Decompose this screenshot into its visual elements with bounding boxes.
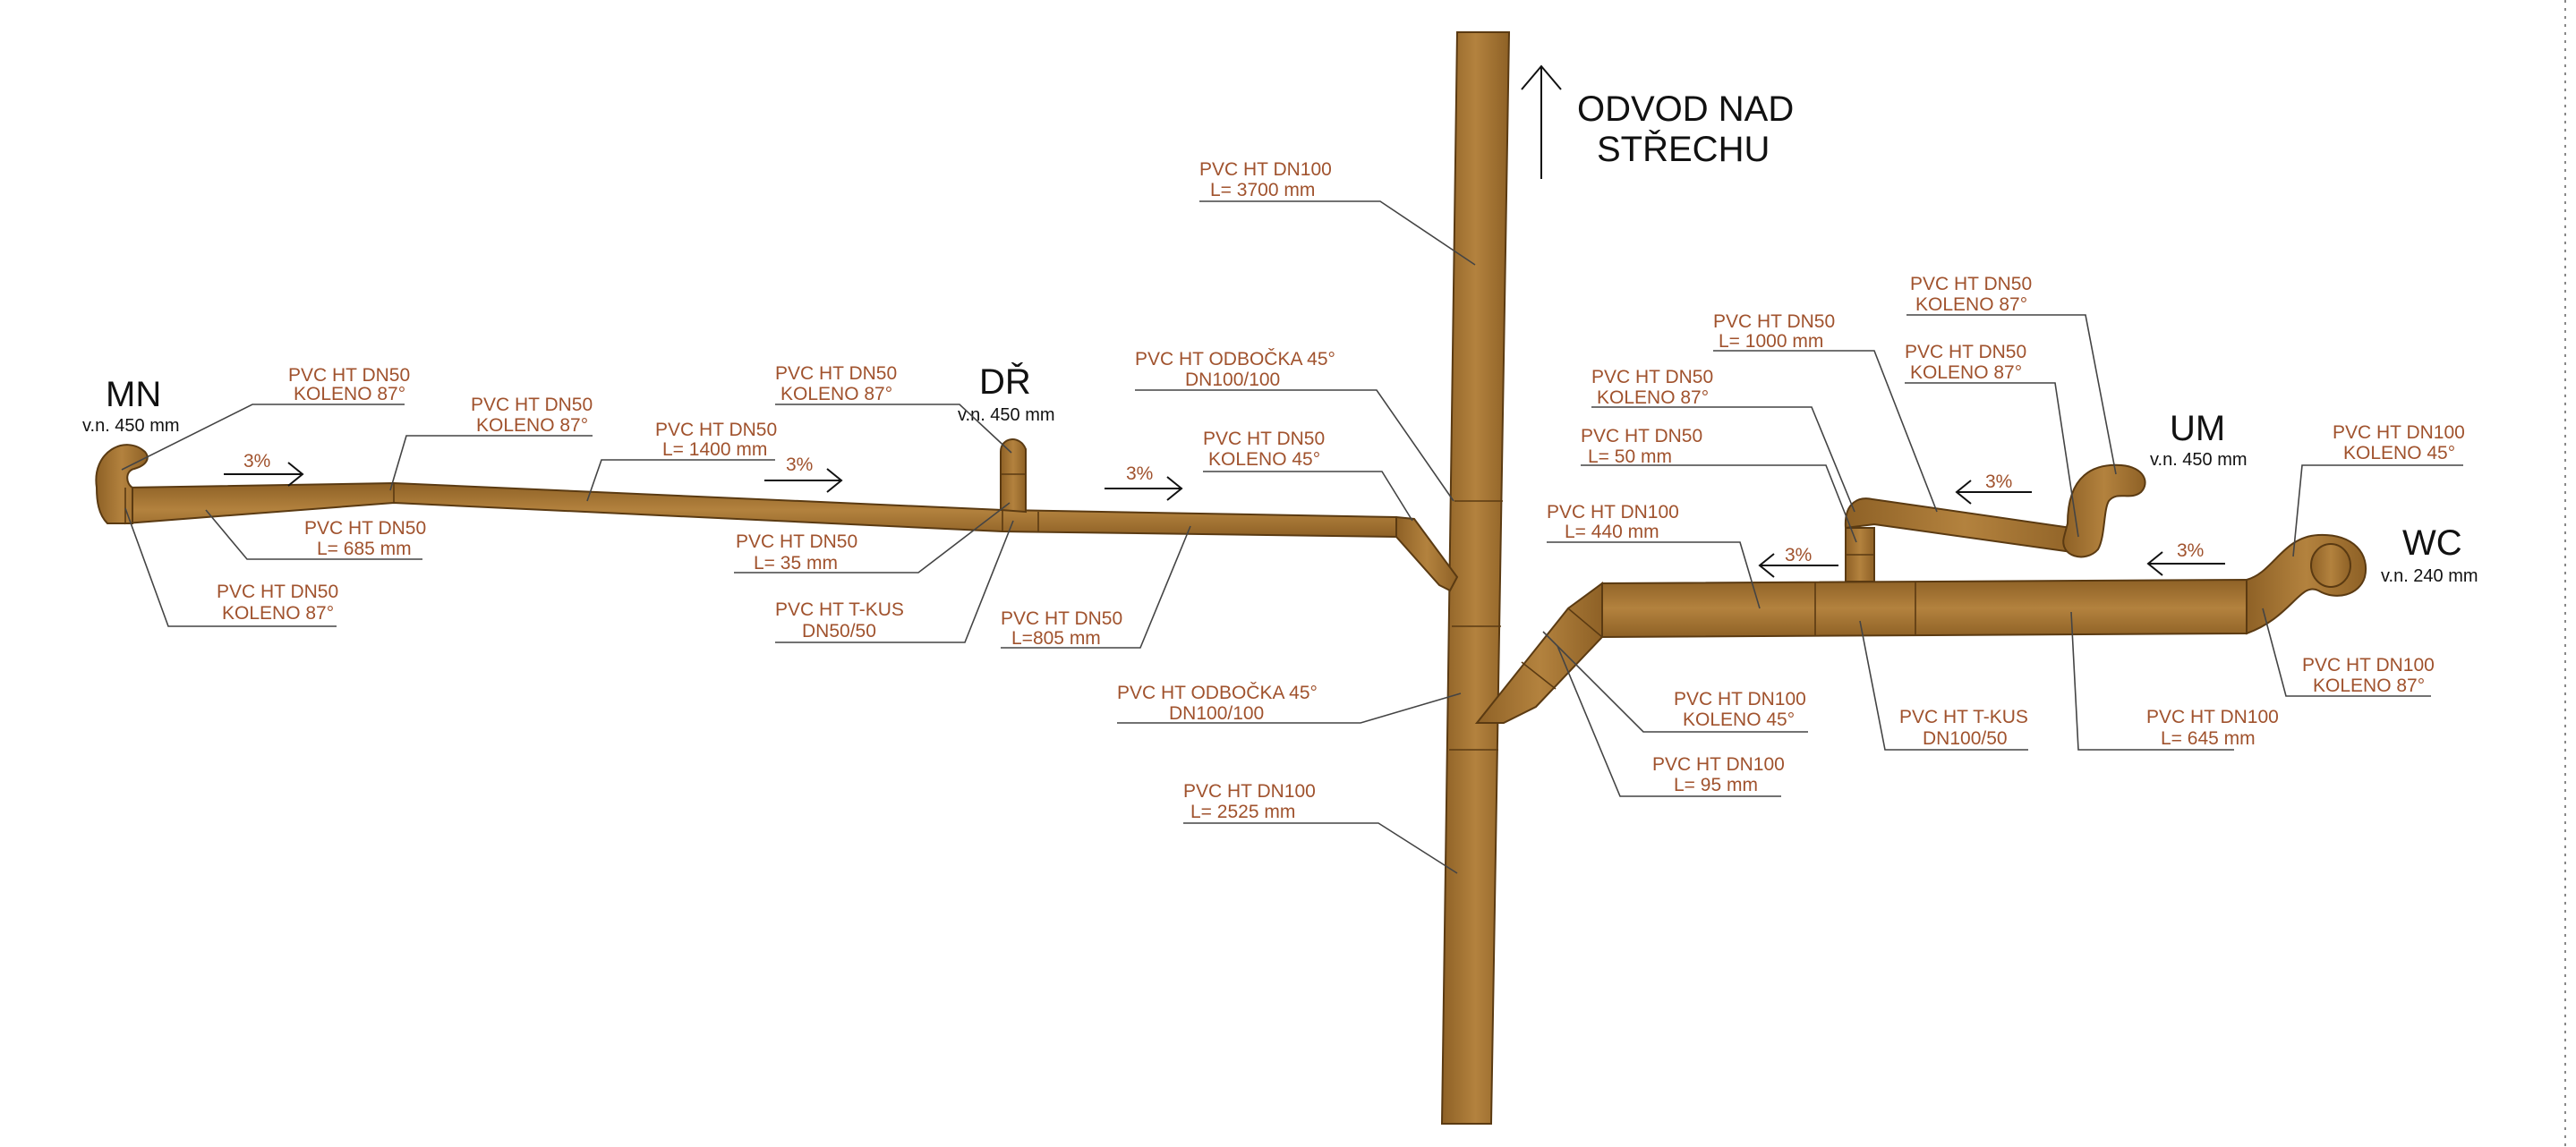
label-branch-bottom-2: DN100/100 (1169, 703, 1264, 724)
label-tee-dn50-2: DN50/50 (802, 621, 876, 641)
label-pipe-685-1: PVC HT DN50 (304, 518, 426, 539)
label-stack-3700-1: PVC HT DN100 (1199, 159, 1332, 180)
label-pipe-1400-1: PVC HT DN50 (655, 420, 777, 440)
label-um-drop-elbow-2: KOLENO 87° (1597, 387, 1709, 408)
label-tee-dn100-2: DN100/50 (1923, 728, 2008, 749)
label-pipe-50-1: PVC HT DN50 (1581, 426, 1702, 446)
label-pipe-35-2: L= 35 mm (754, 553, 838, 574)
label-pipe-685-2: L= 685 mm (317, 539, 412, 559)
label-branch-top-1: PVC HT ODBOČKA 45° (1135, 349, 1335, 370)
slope-label: 3% (1985, 472, 2012, 492)
label-mn-elbow-top-2: KOLENO 87° (294, 384, 405, 404)
label-pipe-645-1: PVC HT DN100 (2146, 707, 2279, 727)
label-elbow-45-dn50-1: PVC HT DN50 (1203, 429, 1325, 449)
um-branch (1844, 463, 2146, 582)
label-elbow-45-dn50-2: KOLENO 45° (1208, 449, 1320, 470)
label-pipe-645-2: L= 645 mm (2161, 728, 2256, 749)
vent-text-1: ODVOD NAD (1577, 89, 1794, 129)
label-elbow-45-dn100-2: KOLENO 45° (1683, 709, 1795, 730)
label-pipe-1000-2: L= 1000 mm (1719, 331, 1823, 352)
label-dr-elbow-1: PVC HT DN50 (775, 363, 897, 384)
fixture-dr-height: v.n. 450 mm (958, 405, 1055, 425)
dr-riser (1000, 438, 1027, 514)
label-wc-elbow-45-1: PVC HT DN100 (2333, 422, 2465, 443)
label-pipe-95-2: L= 95 mm (1674, 775, 1758, 795)
fixture-um-height: v.n. 450 mm (2150, 450, 2248, 470)
label-wc-elbow-45-2: KOLENO 45° (2343, 443, 2455, 463)
vent-arrow (1521, 64, 1562, 179)
label-pipe-805-1: PVC HT DN50 (1001, 608, 1122, 629)
slope-label: 3% (1785, 545, 1812, 565)
label-pipe-35-1: PVC HT DN50 (736, 531, 857, 552)
right-dn100-pipe (1474, 578, 2248, 724)
label-wc-elbow-87-1: PVC HT DN100 (2302, 655, 2435, 675)
slope-label: 3% (2177, 540, 2204, 561)
label-elbow-45-dn100-1: PVC HT DN100 (1674, 689, 1806, 709)
fixture-mn-name: MN (106, 375, 161, 414)
slope-label: 3% (1126, 463, 1153, 484)
label-mn-elbow-bottom-2: KOLENO 87° (222, 603, 334, 624)
wc-elbow (2246, 533, 2367, 635)
label-pipe-1000-1: PVC HT DN50 (1713, 311, 1835, 332)
label-pipe-440-1: PVC HT DN100 (1547, 502, 1679, 523)
label-dr-elbow-2: KOLENO 87° (780, 384, 892, 404)
label-stack-2525-2: L= 2525 mm (1190, 802, 1295, 822)
vent-text-2: STŘECHU (1597, 129, 1770, 169)
label-wc-elbow-87-2: KOLENO 87° (2313, 675, 2425, 696)
fixture-mn-height: v.n. 450 mm (82, 416, 180, 436)
label-tee-dn50-1: PVC HT T-KUS (775, 599, 904, 620)
label-tee-dn100-1: PVC HT T-KUS (1899, 707, 2028, 727)
label-um-elbow-low-2: KOLENO 87° (1910, 362, 2022, 383)
label-um-elbow-low-1: PVC HT DN50 (1905, 342, 2026, 362)
label-mn-elbow-bottom-1: PVC HT DN50 (217, 582, 338, 602)
label-branch-top-2: DN100/100 (1185, 370, 1280, 390)
label-um-drop-elbow-1: PVC HT DN50 (1591, 367, 1713, 387)
label-stack-2525-1: PVC HT DN100 (1183, 781, 1316, 802)
label-pipe-805-2: L=805 mm (1011, 628, 1101, 649)
slope-arrows: 3% 3% 3% 3% 3% 3% (224, 451, 2225, 578)
label-branch-bottom-1: PVC HT ODBOČKA 45° (1117, 683, 1318, 703)
vertical-stack (1440, 31, 1511, 1125)
label-um-elbow-top-1: PVC HT DN50 (1910, 274, 2032, 294)
label-pipe-1400-2: L= 1400 mm (662, 439, 767, 460)
left-dn50-pipe (124, 481, 1459, 592)
fixture-wc-height: v.n. 240 mm (2381, 566, 2478, 586)
slope-label: 3% (786, 455, 813, 475)
label-um-elbow-top-2: KOLENO 87° (1915, 294, 2027, 315)
fixture-um-name: UM (2170, 409, 2225, 448)
slope-label: 3% (243, 451, 270, 472)
part-labels: PVC HT DN50 KOLENO 87° PVC HT DN50 KOLEN… (121, 159, 2465, 874)
label-elbow-87-mid-1: PVC HT DN50 (471, 395, 593, 415)
label-stack-3700-2: L= 3700 mm (1210, 180, 1315, 200)
label-pipe-95-1: PVC HT DN100 (1652, 754, 1785, 775)
mn-elbow (95, 444, 149, 524)
label-pipe-50-2: L= 50 mm (1588, 446, 1672, 467)
label-pipe-440-2: L= 440 mm (1565, 522, 1659, 542)
fixture-wc-name: WC (2402, 523, 2462, 563)
label-mn-elbow-top-1: PVC HT DN50 (288, 365, 410, 386)
label-elbow-87-mid-2: KOLENO 87° (476, 415, 588, 436)
fixture-dr-name: DŘ (979, 361, 1031, 402)
